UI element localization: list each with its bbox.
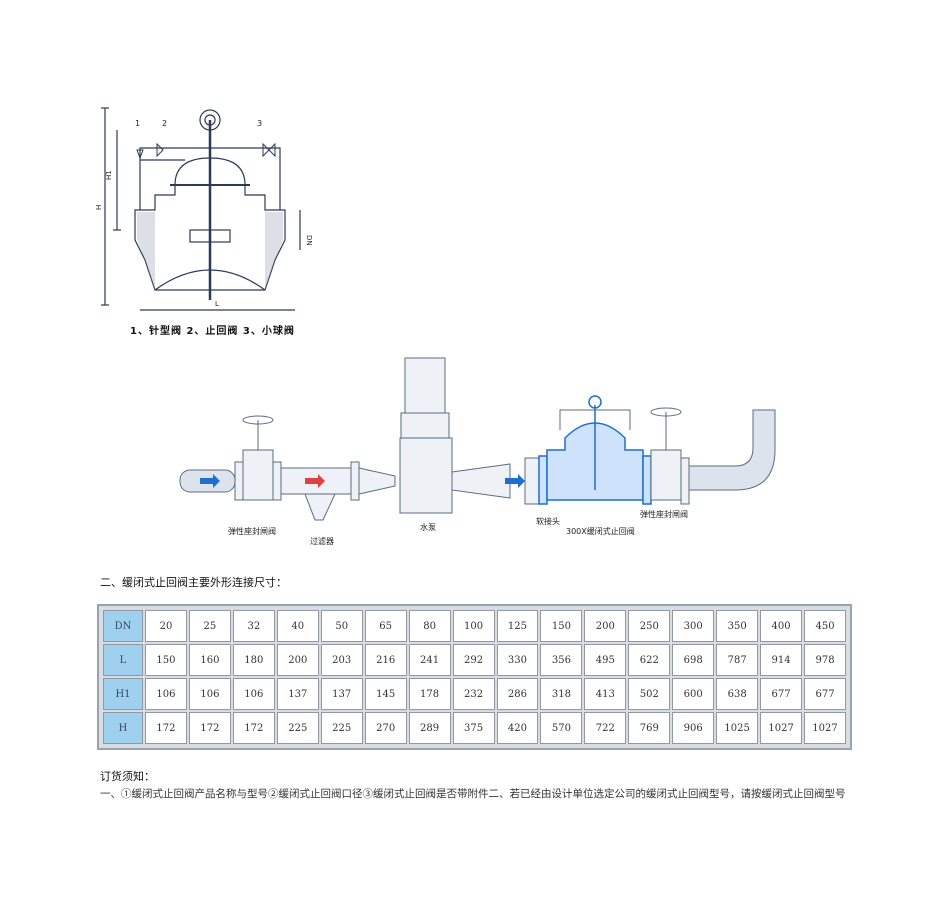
table-cell: 65 <box>364 610 407 642</box>
table-cell: 450 <box>804 610 846 642</box>
table-cell: 106 <box>232 678 275 710</box>
row-header: H1 <box>103 678 143 710</box>
table-cell: 289 <box>408 712 451 744</box>
dim-dn-label: DN <box>305 235 313 246</box>
table-cell: 769 <box>628 712 671 744</box>
table-cell: 50 <box>320 610 363 642</box>
row-header: L <box>103 644 143 676</box>
table-cell: 270 <box>364 712 407 744</box>
valve-structure-diagram: 1 2 3 H1 H DN L <box>95 107 313 311</box>
label-gate-valve-right: 弹性座封闸阀 <box>640 510 688 519</box>
table-cell: 106 <box>188 678 231 710</box>
table-cell: 20 <box>145 610 187 642</box>
table-cell: 250 <box>628 610 671 642</box>
table-cell: 232 <box>452 678 495 710</box>
dim-l-label: L <box>215 300 219 308</box>
label-check-valve: 300X缓闭式止回阀 <box>566 527 635 536</box>
table-cell: 495 <box>584 644 627 676</box>
table-cell: 106 <box>145 678 187 710</box>
row-header: H <box>103 712 143 744</box>
table-cell: 413 <box>584 678 627 710</box>
table-cell: 350 <box>716 610 759 642</box>
table-cell: 375 <box>452 712 495 744</box>
table-cell: 203 <box>320 644 363 676</box>
table-cell: 286 <box>496 678 539 710</box>
table-cell: 241 <box>408 644 451 676</box>
table-cell: 356 <box>540 644 583 676</box>
row-header: DN <box>103 610 143 642</box>
table-cell: 622 <box>628 644 671 676</box>
table-cell: 80 <box>408 610 451 642</box>
table-cell: 180 <box>232 644 275 676</box>
table-cell: 150 <box>145 644 187 676</box>
table-cell: 906 <box>672 712 715 744</box>
table-cell: 125 <box>496 610 539 642</box>
table-cell: 677 <box>760 678 803 710</box>
table-cell: 722 <box>584 712 627 744</box>
table-cell: 1027 <box>804 712 846 744</box>
order-notes-text: 一、①缓闭式止回阀产品名称与型号②缓闭式止回阀口径③缓闭式止回阀是否带附件二、若… <box>100 788 846 800</box>
table-cell: 400 <box>760 610 803 642</box>
table-cell: 200 <box>276 644 319 676</box>
dim-h1-label: H1 <box>105 170 113 180</box>
dim-h-label: H <box>95 205 103 210</box>
section-title: 二、缓闭式止回阀主要外形连接尺寸： <box>100 576 287 589</box>
callout-2: 2 <box>162 119 167 128</box>
table-cell: 178 <box>408 678 451 710</box>
table-cell: 570 <box>540 712 583 744</box>
callout-1: 1 <box>135 119 140 128</box>
table-cell: 318 <box>540 678 583 710</box>
table-cell: 200 <box>584 610 627 642</box>
table-cell: 32 <box>232 610 275 642</box>
table-cell: 137 <box>276 678 319 710</box>
table-cell: 145 <box>364 678 407 710</box>
table-cell: 25 <box>188 610 231 642</box>
table-cell: 216 <box>364 644 407 676</box>
table-cell: 100 <box>452 610 495 642</box>
table-cell: 787 <box>716 644 759 676</box>
table-cell: 150 <box>540 610 583 642</box>
table-cell: 677 <box>804 678 846 710</box>
label-gate-valve-left: 弹性座封闸阀 <box>228 527 276 536</box>
table-cell: 600 <box>672 678 715 710</box>
label-filter: 过滤器 <box>310 537 334 546</box>
table-cell: 137 <box>320 678 363 710</box>
table-cell: 638 <box>716 678 759 710</box>
table-cell: 160 <box>188 644 231 676</box>
installation-diagram <box>179 357 776 521</box>
label-soft-joint: 软接头 <box>536 517 560 526</box>
callout-3: 3 <box>257 119 262 128</box>
table-cell: 420 <box>496 712 539 744</box>
table-cell: 330 <box>496 644 539 676</box>
label-pump: 水泵 <box>420 523 436 532</box>
table-cell: 978 <box>804 644 846 676</box>
table-cell: 502 <box>628 678 671 710</box>
table-cell: 1025 <box>716 712 759 744</box>
valve-parts-caption: 1、针型阀 2、止回阀 3、小球阀 <box>130 326 295 337</box>
table-cell: 40 <box>276 610 319 642</box>
table-cell: 300 <box>672 610 715 642</box>
table-cell: 172 <box>232 712 275 744</box>
table-cell: 698 <box>672 644 715 676</box>
table-cell: 292 <box>452 644 495 676</box>
table-cell: 172 <box>145 712 187 744</box>
table-cell: 225 <box>320 712 363 744</box>
table-cell: 914 <box>760 644 803 676</box>
table-cell: 1027 <box>760 712 803 744</box>
table-cell: 225 <box>276 712 319 744</box>
table-cell: 172 <box>188 712 231 744</box>
order-notes-title: 订货须知： <box>100 770 155 783</box>
